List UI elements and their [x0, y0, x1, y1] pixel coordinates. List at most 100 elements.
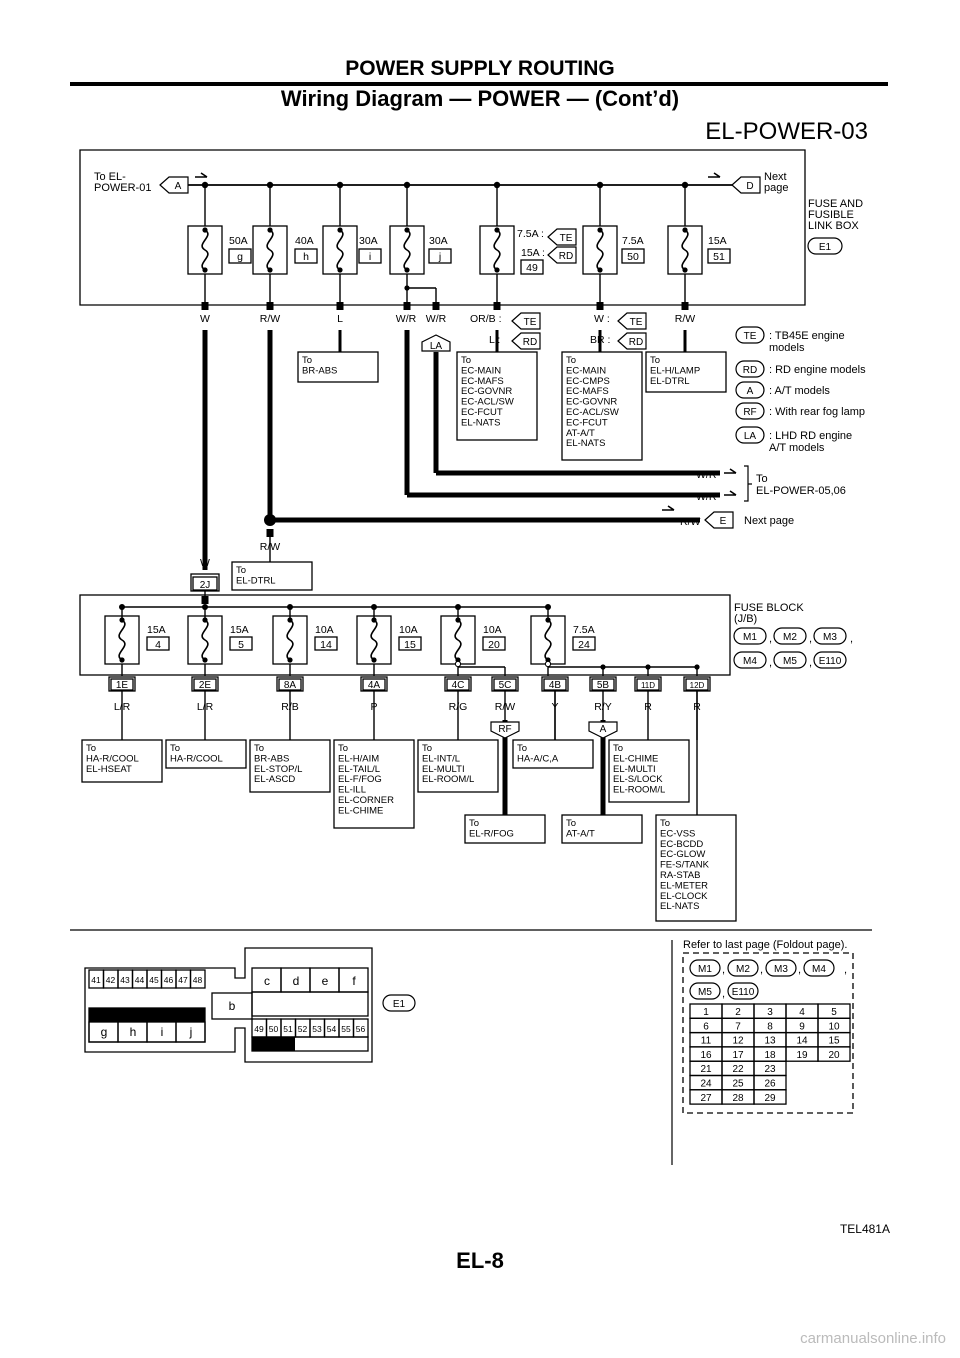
header-rule: [70, 82, 888, 86]
cf-r2-5: 54: [327, 1024, 337, 1034]
fb-no-4: 20: [488, 639, 500, 651]
fb-no-1: 5: [238, 639, 244, 651]
arrow-wr2: [724, 490, 737, 496]
dest-br-abs-text: To: [302, 355, 312, 366]
term-label-4: 4C: [452, 680, 465, 691]
term-box-inner-0: [110, 678, 134, 691]
fb-conn-r2-2: [813, 651, 847, 669]
fuse-amp-6: 15A: [708, 235, 727, 247]
cf-r1-3: 44: [135, 975, 145, 985]
fo-val-3-1: 17: [732, 1050, 744, 1061]
dest-b5-box: [417, 739, 499, 793]
dest-b7-text: EL-ROOM/L: [613, 785, 665, 796]
dest-b1-box: [81, 739, 163, 783]
fusible-link-1-top-dot: [267, 227, 273, 233]
cf-r2-lower: [251, 1036, 369, 1052]
fusible-link-2-top-dot: [337, 227, 343, 233]
legend-tag-1: [735, 360, 765, 378]
fb-branch-c2: [544, 660, 552, 668]
fusible-box-label: LINK BOX: [808, 220, 859, 232]
fb-branch-c: [454, 660, 462, 668]
fo-val-1-1: 7: [735, 1021, 741, 1032]
cf-r2-4: 53: [312, 1024, 322, 1034]
fo-val-1-3: 9: [799, 1021, 805, 1032]
fuse-amp-2: 30A: [359, 235, 378, 247]
fo-conn-r1-1: [727, 959, 759, 977]
dest-b5-text: EL-INT/L: [422, 753, 460, 764]
fb-fuse-2-symbol: [286, 619, 294, 661]
legend-text-4: : LHD RD engine: [769, 430, 852, 442]
fo-val-3-4: 20: [828, 1050, 840, 1061]
dest-b10-text: EC-GLOW: [660, 849, 705, 860]
fuse-code-2: i: [369, 251, 371, 263]
fo-conn-r2-0: [689, 982, 721, 1000]
fo-val-0-3: 4: [799, 1007, 805, 1018]
fuse-code-1: h: [303, 251, 309, 263]
term-box-inner-3: [362, 678, 386, 691]
dest-ec2-text: EC-GOVNR: [566, 397, 617, 408]
dest-ec2-text: EC-ACL/SW: [566, 407, 619, 418]
fuse-code-box-1: [294, 248, 318, 264]
conn-e-tag: [704, 511, 734, 529]
mid-label-wr1: W/R: [696, 469, 717, 481]
dest-b10-box: [655, 814, 737, 922]
bus-arrow-left: [195, 172, 208, 178]
fb-fuse-3-bottom-dot: [371, 657, 377, 663]
dest-b4-text: EL-ILL: [338, 785, 366, 796]
fusible-link-6-bottom-dot: [682, 267, 688, 273]
dest-ec2-text: EL-NATS: [566, 438, 605, 449]
fb-conn-r1-1: [773, 627, 807, 645]
fuse-code-box-4: [520, 259, 544, 275]
cf-g-3: j: [189, 1025, 193, 1039]
conn-2j-inner: [192, 576, 218, 591]
fo-val-1-0: 6: [703, 1021, 709, 1032]
fo-val-5-1: 25: [732, 1079, 744, 1090]
fo-conn-r1-2-label: M3: [774, 964, 788, 975]
fb-conn-r1-0: [733, 627, 767, 645]
legend-tag-0: [735, 326, 765, 344]
term-box-inner-5: [493, 678, 517, 691]
fusible-link-1-symbol: [266, 229, 274, 271]
dest-b6-box: [512, 739, 594, 769]
dest-b4-text: EL-TAIL/L: [338, 764, 380, 775]
top-left-label: To EL-: [94, 171, 126, 183]
fb-fuse-1-symbol: [201, 619, 209, 661]
dest-b6-text: HA-A/C,A: [517, 753, 559, 764]
wire4-tag-te-label: TE: [524, 317, 537, 328]
dest-b10-text: RA-STAB: [660, 870, 700, 881]
fusible-link-3-bottom-dot: [404, 267, 410, 273]
wire-label-5: W :: [594, 313, 610, 325]
fuse-code-box-6: [707, 248, 731, 264]
fusible-box-label: FUSE AND: [808, 198, 863, 210]
section-title: POWER SUPPLY ROUTING: [345, 57, 615, 80]
dest-b10-text: FE-S/TANK: [660, 860, 710, 871]
section-subtitle: Wiring Diagram — POWER — (Cont’d): [280, 86, 680, 111]
link-terminal-0: [201, 302, 209, 310]
fusible-link-3-symbol: [403, 229, 411, 271]
fusible-link-box-outline: [79, 149, 806, 306]
cf-r2-1: 50: [269, 1024, 279, 1034]
dest-b2-text: HA-R/COOL: [170, 753, 223, 764]
fo-val-0-2: 3: [767, 1007, 773, 1018]
fb-conn-r2-1: [773, 651, 807, 669]
fo-conn-r2-1-label: E110: [732, 987, 755, 998]
term-label-9: 12D: [690, 681, 705, 690]
fusible-link-5-symbol: [596, 229, 604, 271]
dest-el-hlamp-box: [645, 351, 727, 393]
fb-amp-5: 7.5A: [573, 624, 595, 636]
fo-val-1-2: 8: [767, 1021, 773, 1032]
fb-amp-1: 15A: [230, 624, 249, 636]
dest-b8-text: To: [469, 818, 479, 829]
fb-no-box-1: [229, 636, 253, 651]
legend-text-3: : With rear fog lamp: [769, 406, 865, 418]
fuse-code-box-5: [621, 248, 645, 264]
dest-b7-box: [608, 739, 690, 803]
fusible-link-6-top-dot: [682, 227, 688, 233]
term-box-inner-2: [278, 678, 302, 691]
fo-val-2-1: 12: [732, 1036, 744, 1047]
link-terminal-1: [266, 302, 274, 310]
fusible-link-5-top-dot: [597, 227, 603, 233]
link-terminal-3: [403, 302, 411, 310]
fo-val-2-2: 13: [764, 1036, 776, 1047]
cf-r2-0: 49: [254, 1024, 264, 1034]
